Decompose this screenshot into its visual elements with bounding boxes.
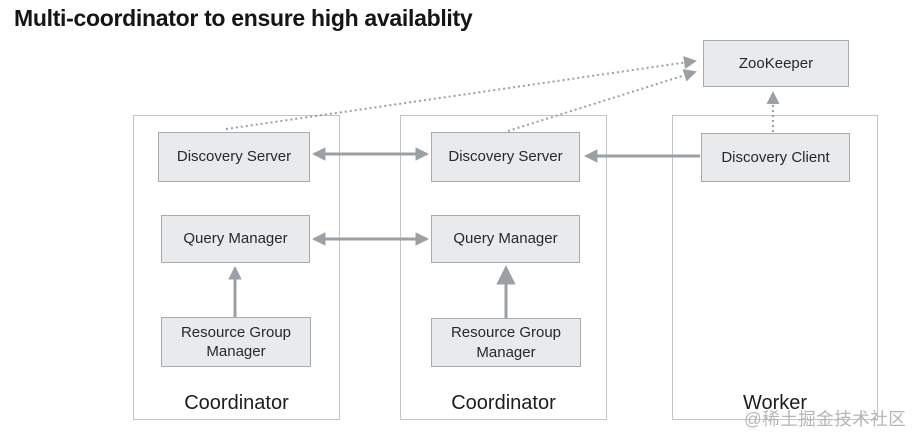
coordinator-2-label: Coordinator xyxy=(451,392,556,414)
watermark: @稀土掘金技术社区 xyxy=(744,409,907,429)
coordinator-2-query-manager-node: Query Manager xyxy=(431,215,580,263)
coordinator-1-query-manager-node: Query Manager xyxy=(161,215,310,263)
worker-label: Worker xyxy=(742,392,808,414)
worker-container: Worker xyxy=(672,115,878,420)
coordinator-1-label: Coordinator xyxy=(184,392,289,414)
coordinator-1-discovery-server-node: Discovery Server xyxy=(158,132,310,182)
zookeeper-node: ZooKeeper xyxy=(703,40,849,87)
page-title: Multi-coordinator to ensure high availab… xyxy=(14,5,473,31)
coordinator-1-resource-group-manager-node: Resource Group Manager xyxy=(161,317,311,367)
worker-discovery-client-node: Discovery Client xyxy=(701,133,850,182)
coordinator-2-discovery-server-node: Discovery Server xyxy=(431,132,580,182)
coordinator-2-resource-group-manager-node: Resource Group Manager xyxy=(431,318,581,367)
